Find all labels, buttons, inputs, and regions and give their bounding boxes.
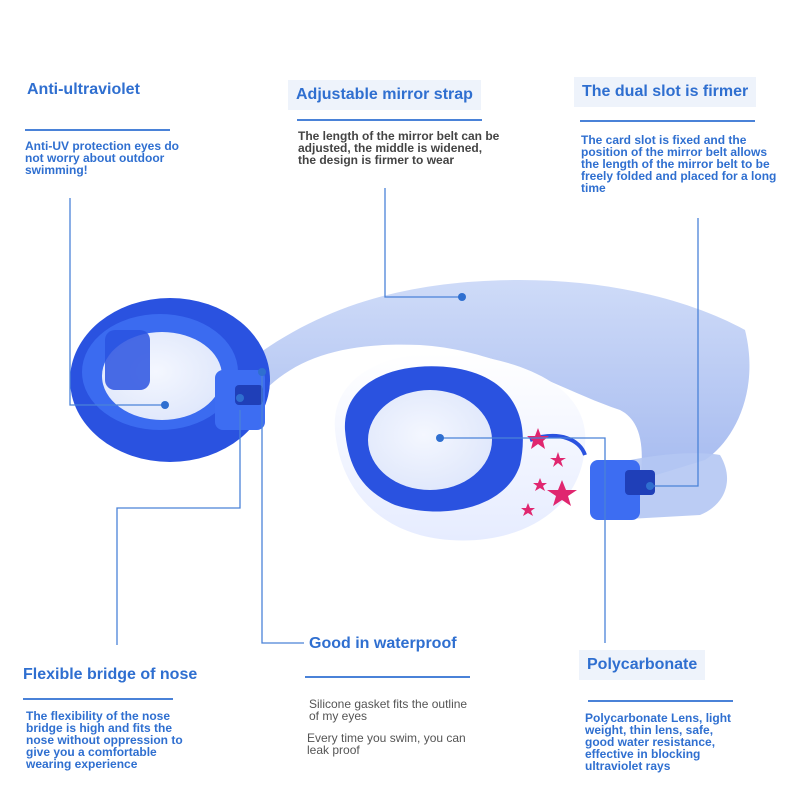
strap-description: The length of the mirror belt can be adj… [298,130,528,166]
bridge-description: The flexibility of the nose bridge is hi… [26,710,216,770]
waterproof-b-line-1: Every time you swim, you can [307,731,466,745]
waterproof-description-b: Every time you swim, you can leak proof [307,732,507,756]
strap-band [250,280,750,480]
leader-slot [650,218,699,487]
waterproof-b-line-2: leak proof [307,743,360,757]
anti-uv-rule [25,129,170,131]
slot-line-5: time [581,181,606,195]
leader-lines [69,188,699,645]
anti-uv-title: Anti-ultraviolet [27,81,140,98]
anti-uv-description: Anti-UV protection eyes do not worry abo… [25,140,205,176]
waterproof-a-line-1: Silicone gasket fits the outline [309,697,468,711]
leader-dots [161,293,654,490]
bridge-line-2: bridge is high and fits the [26,721,173,735]
bridge-line-4: give you a comfortable [26,745,157,759]
strap-title: Adjustable mirror strap [288,80,481,110]
slot-rule [580,120,755,122]
strap-line-3: the design is firmer to wear [298,153,455,167]
slot-line-2: position of the mirror belt allows [581,145,768,159]
waterproof-description-a: Silicone gasket fits the outline of my e… [309,698,509,722]
leader-bridge [116,410,241,645]
poly-line-4: effective in blocking [585,747,701,761]
strap-line-2: adjusted, the middle is widened, [298,141,483,155]
bridge-title: Flexible bridge of nose [23,666,198,683]
leader-poly [440,437,606,643]
waterproof-rule [305,676,470,678]
strap-rule [297,119,482,121]
anti-uv-line-3: swimming! [25,163,88,177]
poly-line-5: ultraviolet rays [585,759,671,773]
strap-line-1: The length of the mirror belt can be [298,129,500,143]
slot-description: The card slot is fixed and the position … [581,134,791,194]
bridge-rule [23,698,173,700]
slot-line-4: freely folded and placed for a long [581,169,777,183]
leader-anti-uv [69,198,165,406]
slot-line-1: The card slot is fixed and the [581,133,747,147]
poly-rule [588,700,733,702]
poly-line-2: weight, thin lens, safe, [585,723,714,737]
anti-uv-line-1: Anti-UV protection eyes do [25,139,180,153]
waterproof-title: Good in waterproof [309,635,457,652]
bridge-line-1: The flexibility of the nose [26,709,171,723]
left-eyecup [70,298,270,462]
right-eyecup [334,352,655,541]
anti-uv-line-2: not worry about outdoor [25,151,165,165]
poly-line-1: Polycarbonate Lens, light [585,711,732,725]
slot-title: The dual slot is firmer [574,77,757,107]
poly-description: Polycarbonate Lens, light weight, thin l… [585,712,785,772]
slot-line-3: the length of the mirror belt to be [581,157,770,171]
leader-strap [384,188,462,298]
poly-line-3: good water resistance, [585,735,716,749]
bridge-line-3: nose without oppression to [26,733,183,747]
poly-title: Polycarbonate [579,650,706,680]
bridge-line-5: wearing experience [26,757,138,771]
waterproof-a-line-2: of my eyes [309,709,368,723]
leader-waterproof [261,372,304,644]
